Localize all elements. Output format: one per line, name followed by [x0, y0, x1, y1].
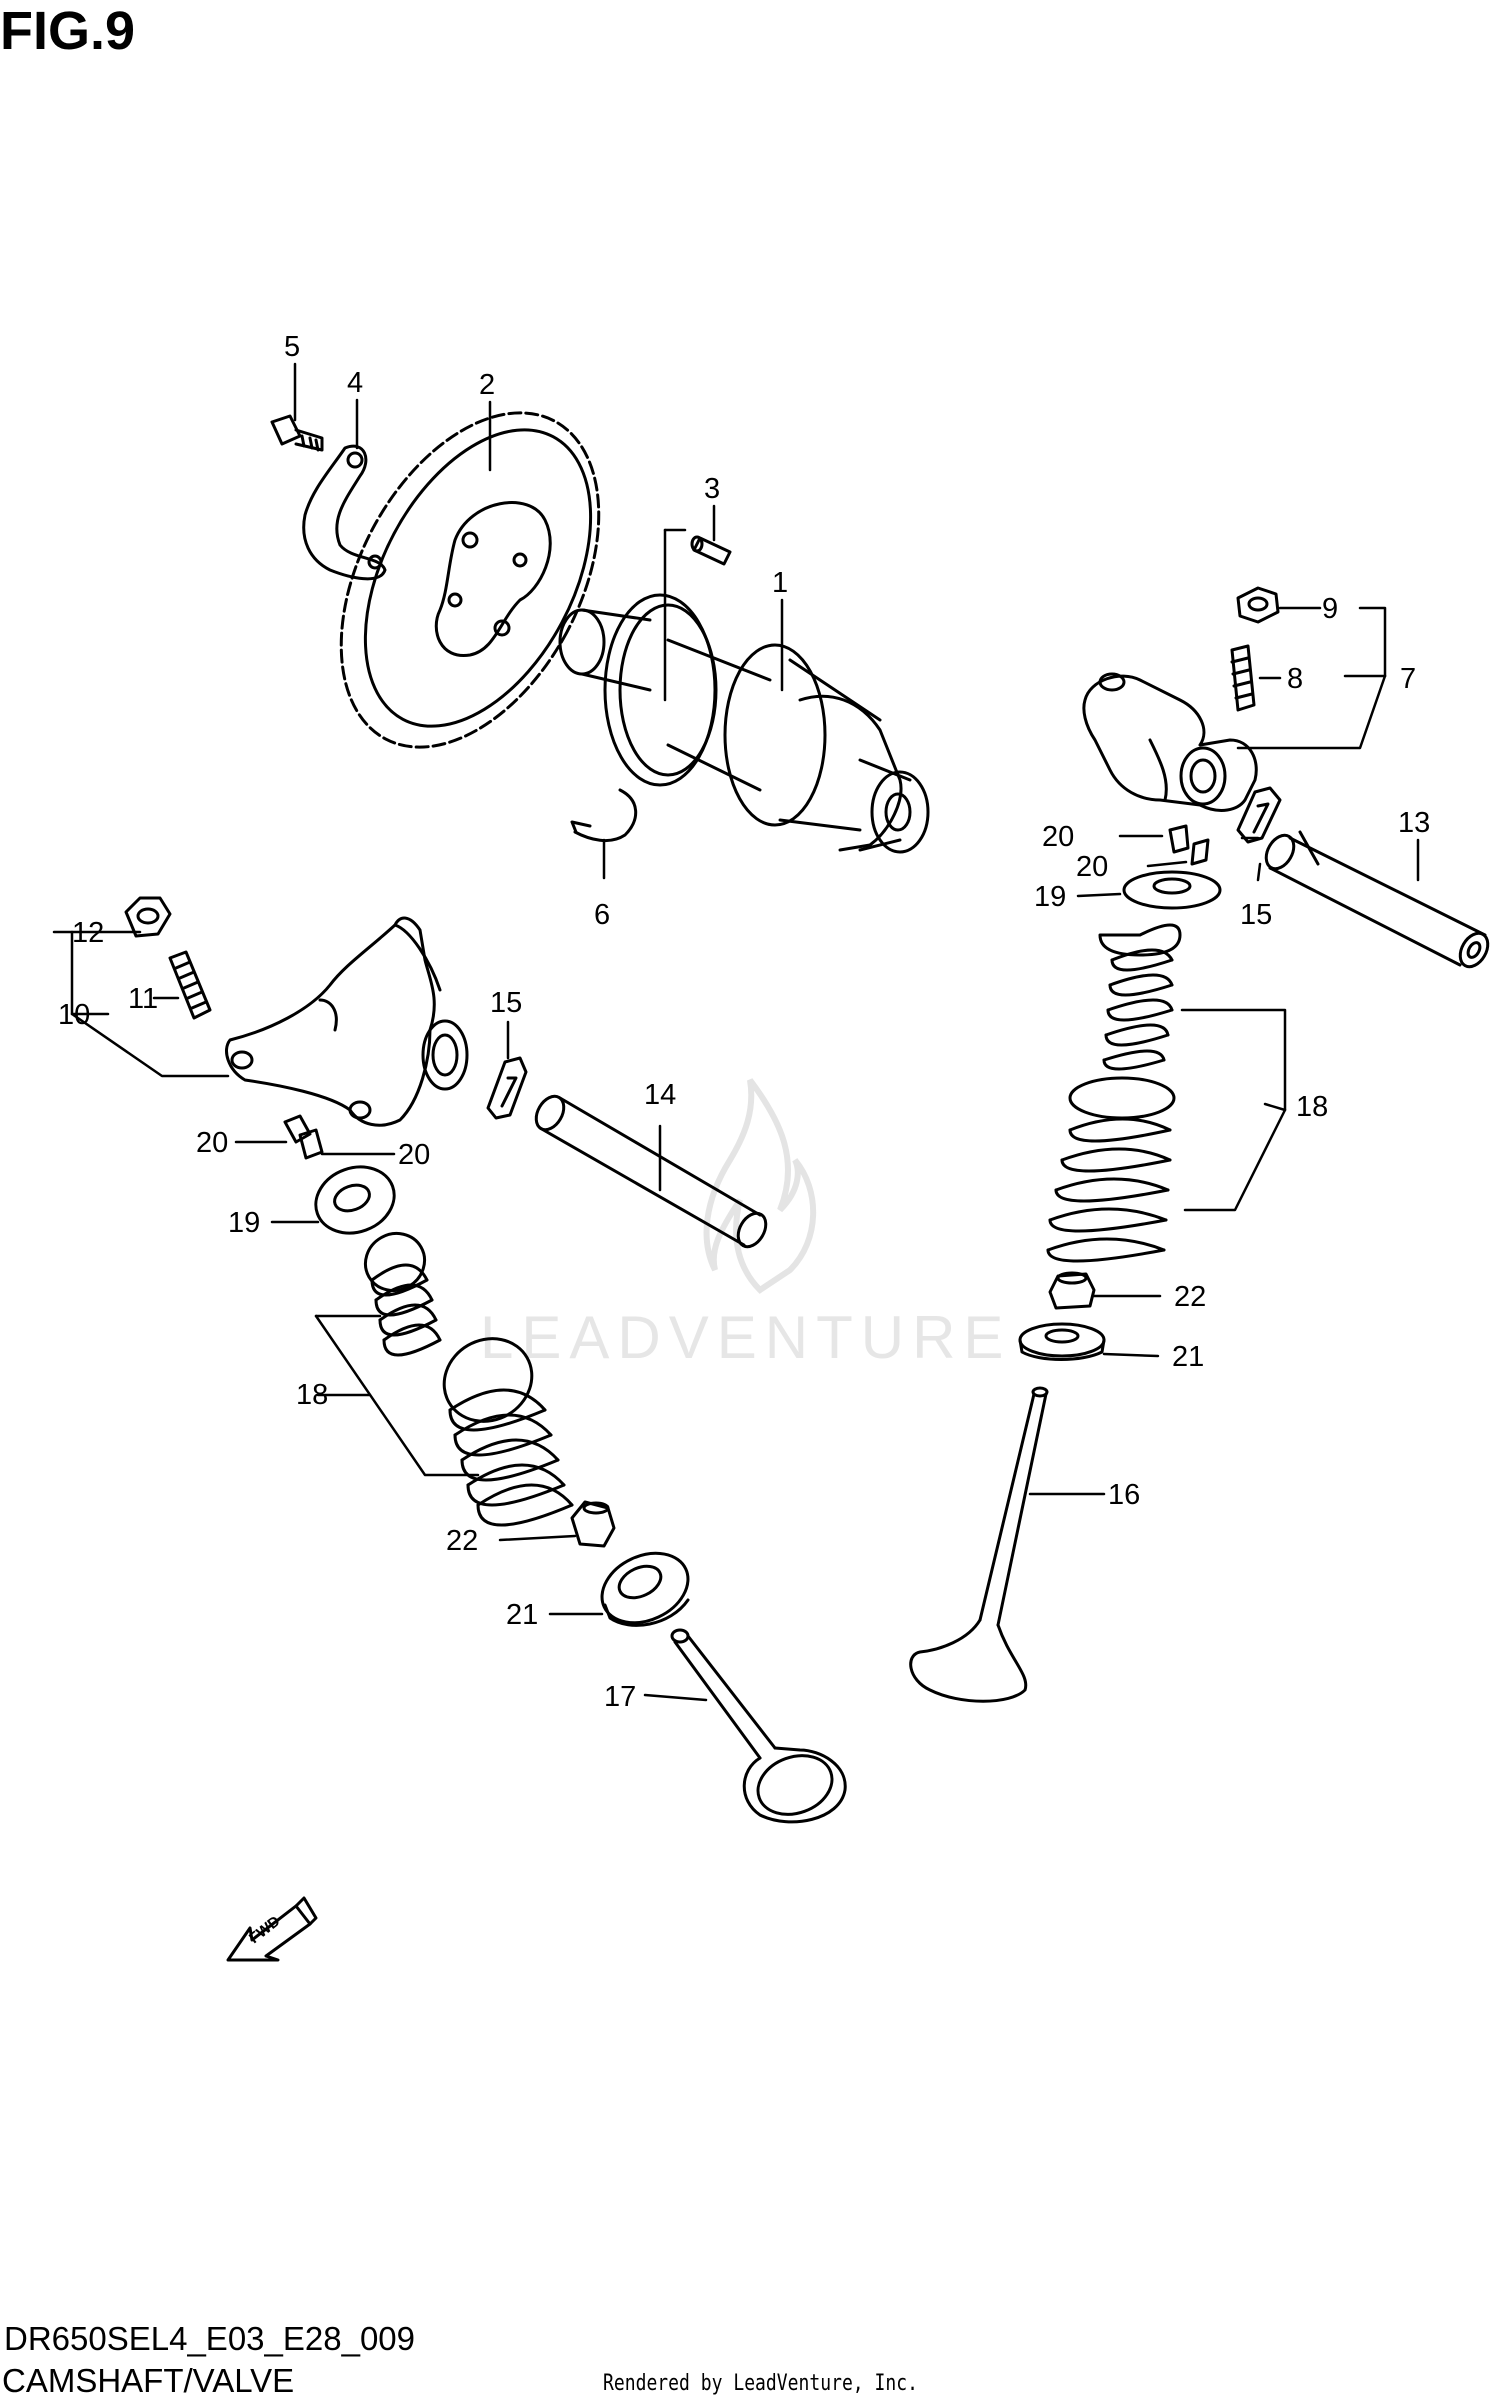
callout-18-right: 18 [1296, 1091, 1328, 1123]
callout-20-left-lower: 20 [398, 1139, 430, 1171]
watermark-text: LEADVENTURE [480, 1304, 1011, 1371]
rendered-by-footer: Rendered by LeadVenture, Inc. [603, 2371, 918, 2396]
callout-6: 6 [594, 899, 610, 931]
callout-11: 11 [128, 983, 158, 1015]
part-1-camshaft [558, 593, 930, 854]
callout-5: 5 [284, 331, 300, 363]
part-18-valve-springs-left [363, 1231, 574, 1527]
part-11-adjuster-screw [168, 950, 212, 1020]
callout-4: 4 [347, 367, 363, 399]
callout-20-right-lower: 20 [1076, 851, 1108, 883]
watermark-flame-icon [703, 1078, 817, 1294]
part-8-adjuster-screw [1230, 644, 1256, 712]
callout-22-left: 22 [446, 1525, 478, 1557]
part-9-adjuster-nut [1236, 586, 1280, 624]
part-18-valve-springs-right [1046, 923, 1182, 1263]
callout-19-left: 19 [228, 1207, 260, 1239]
model-code: DR650SEL4_E03_E28_009 [4, 2320, 416, 2357]
callout-8: 8 [1287, 663, 1303, 695]
part-7-exhaust-rocker-arm [1082, 672, 1258, 812]
callout-20-left-upper: 20 [196, 1127, 228, 1159]
callout-labels: 5 4 2 3 1 6 9 8 7 13 20 20 19 15 12 11 1… [58, 331, 1430, 1713]
part-17-intake-valve [670, 1628, 847, 1824]
watermark: LEADVENTURE [480, 1078, 1011, 1371]
callout-9: 9 [1322, 593, 1338, 625]
callout-15-right: 15 [1240, 899, 1272, 931]
callout-3: 3 [704, 473, 720, 505]
part-3-dowel-pin [690, 535, 732, 566]
callout-17: 17 [604, 1681, 636, 1713]
callout-20-right-upper: 20 [1042, 821, 1074, 853]
callout-12: 12 [72, 917, 104, 949]
part-19-spring-retainer-right [1122, 870, 1222, 910]
callout-13: 13 [1398, 807, 1430, 839]
part-22-stem-seal-right [1048, 1271, 1096, 1310]
part-13-exhaust-rocker-shaft [1264, 830, 1490, 969]
callout-21-right: 21 [1172, 1341, 1204, 1373]
part-21-spring-seat-right [1018, 1322, 1106, 1361]
part-16-exhaust-valve [909, 1386, 1049, 1703]
part-4-cam-retainer [302, 444, 387, 581]
part-20-valve-cotters-left [283, 1114, 324, 1160]
part-6-circlip [570, 788, 638, 843]
callout-22-right: 22 [1174, 1281, 1206, 1313]
part-15-spring-washer [1236, 786, 1282, 844]
section-title: CAMSHAFT/VALVE [2, 2362, 295, 2399]
callout-14: 14 [644, 1079, 676, 1111]
figure-title: FIG.9 [0, 1, 136, 61]
part-10-intake-rocker-arm [225, 916, 469, 1127]
leader-lines [52, 362, 1420, 1702]
callout-15-left: 15 [490, 987, 522, 1019]
callout-19-right: 19 [1034, 881, 1066, 913]
part-20-valve-cotters-right [1168, 824, 1210, 866]
callout-16: 16 [1108, 1479, 1140, 1511]
part-5-bolt [270, 414, 324, 452]
part-22-stem-seal-left [570, 1500, 616, 1548]
part-15-spring-washer-left [486, 1056, 528, 1120]
callout-21-left: 21 [506, 1599, 538, 1631]
callout-7: 7 [1400, 663, 1416, 695]
callout-18-left: 18 [296, 1379, 328, 1411]
part-2-cam-sprocket [339, 411, 601, 749]
callout-1: 1 [772, 567, 788, 599]
forward-arrow-icon [226, 1896, 318, 1962]
part-19-spring-retainer-left [314, 1165, 396, 1235]
callout-2: 2 [479, 369, 495, 401]
part-21-spring-seat-left [600, 1551, 690, 1627]
part-12-adjuster-nut [124, 896, 172, 938]
callout-10: 10 [58, 999, 90, 1031]
